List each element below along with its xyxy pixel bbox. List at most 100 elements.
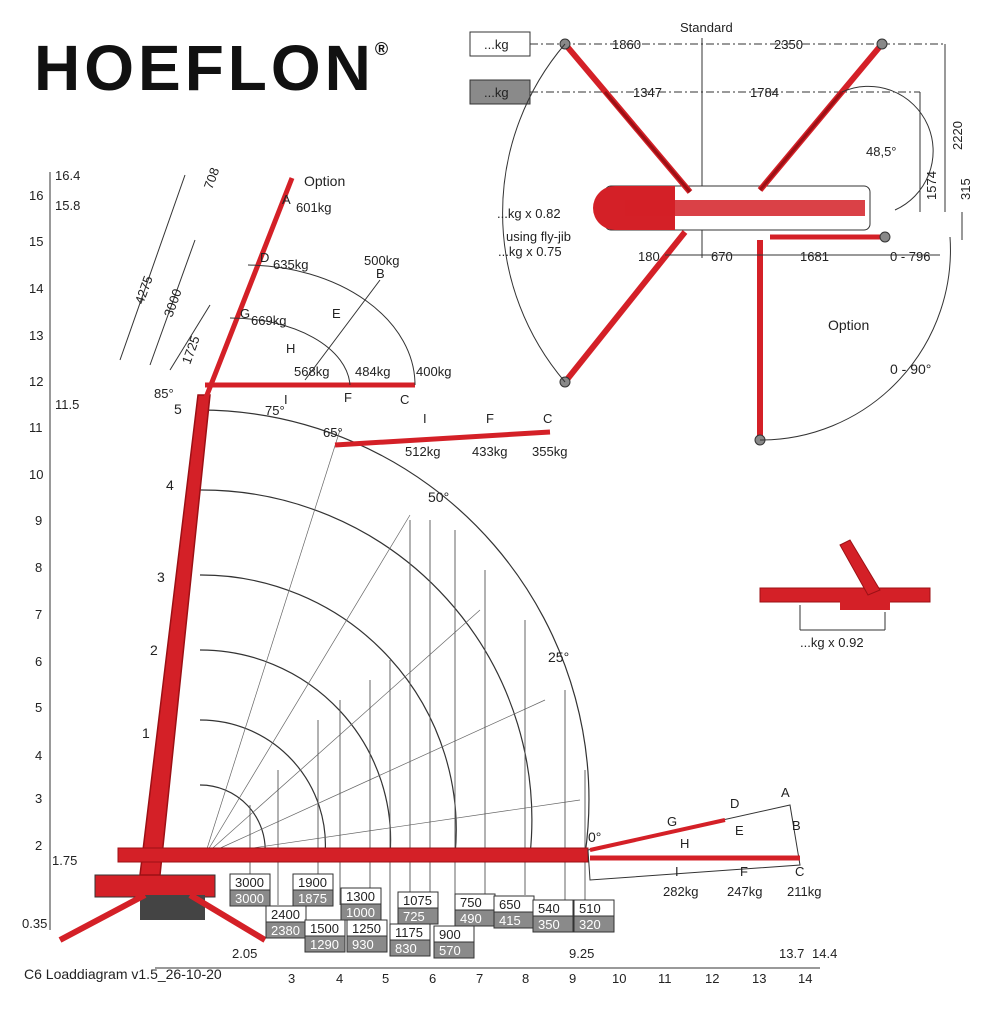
point-label-A: A xyxy=(781,785,790,800)
svg-text:830: 830 xyxy=(395,941,417,956)
load-box: 1075 725 xyxy=(397,891,439,925)
point-label-F: F xyxy=(740,864,748,879)
load-box: 540 350 xyxy=(532,899,574,933)
load-G: 669kg xyxy=(251,313,286,328)
y-tick: 15.8 xyxy=(55,198,80,213)
point-label-C: C xyxy=(400,392,409,407)
svg-text:3000: 3000 xyxy=(235,891,264,906)
option-label: Option xyxy=(828,317,869,333)
y-tick: 16.4 xyxy=(55,168,80,183)
svg-text:930: 930 xyxy=(352,937,374,952)
svg-text:1000: 1000 xyxy=(346,905,375,920)
load-I: 282kg xyxy=(663,884,698,899)
logo-registered-mark: ® xyxy=(374,39,393,59)
y-tick: 5 xyxy=(35,700,42,715)
svg-text:1300: 1300 xyxy=(346,889,375,904)
load-A: 601kg xyxy=(296,200,331,215)
y-tick: 4 xyxy=(35,748,42,763)
svg-text:570: 570 xyxy=(439,943,461,958)
y-tick: 0.35 xyxy=(22,916,47,931)
angle-label: 48,5° xyxy=(866,144,897,159)
vertical-gridlines xyxy=(249,520,586,935)
dim-label: 0 - 796 xyxy=(890,249,930,264)
standard-label: Standard xyxy=(680,20,733,35)
svg-text:320: 320 xyxy=(579,917,601,932)
load-box: 1500 1290 xyxy=(304,919,346,953)
point-label-C: C xyxy=(795,864,804,879)
boom-section: 1 xyxy=(142,725,150,741)
jib-0: A B C D E F G H I 282kg 247kg 211kg xyxy=(587,785,821,899)
x-tick: 3 xyxy=(288,971,295,986)
jib-65: 65° I F C 512kg 433kg 355kg xyxy=(323,411,567,459)
svg-text:1290: 1290 xyxy=(310,937,339,952)
x-tick: 6 xyxy=(429,971,436,986)
x-tick: 7 xyxy=(476,971,483,986)
load-C: 355kg xyxy=(532,444,567,459)
point-label-I: I xyxy=(423,411,427,426)
dim-label: 4275 xyxy=(132,274,156,306)
dim-label: 180 xyxy=(638,249,660,264)
boom-section-labels: 1 2 3 4 5 xyxy=(142,401,182,741)
crane-carrier xyxy=(58,874,267,943)
load-box: 3000 3000 xyxy=(229,873,271,907)
point-label-I: I xyxy=(675,864,679,879)
x-tick: 13 xyxy=(752,971,766,986)
angle-label: 85° xyxy=(154,386,174,401)
load-F: 433kg xyxy=(472,444,507,459)
x-axis-ticks: 2.05 3 4 5 6 7 8 9 9.25 10 11 12 13 13.7… xyxy=(232,946,837,986)
point-label-D: D xyxy=(730,796,739,811)
dim-label: 3000 xyxy=(161,287,185,319)
boom-section: 3 xyxy=(157,569,165,585)
svg-text:900: 900 xyxy=(439,927,461,942)
x-tick: 5 xyxy=(382,971,389,986)
point-label-I: I xyxy=(284,392,288,407)
boom-section: 4 xyxy=(166,477,174,493)
y-tick: 7 xyxy=(35,607,42,622)
load-F: 484kg xyxy=(355,364,390,379)
y-tick: 6 xyxy=(35,654,42,669)
x-tick: 8 xyxy=(522,971,529,986)
y-tick: 15 xyxy=(29,234,43,249)
y-tick: 14 xyxy=(29,281,43,296)
dim-label: 315 xyxy=(958,178,973,200)
outrigger-plan: Standard ...kg ...kg 1860 2350 xyxy=(469,20,973,446)
x-tick: 14 xyxy=(798,971,812,986)
load-box: 750 490 xyxy=(454,893,496,927)
small-crane: ...kg x 0.92 xyxy=(759,539,931,650)
point-label-C: C xyxy=(543,411,552,426)
angle-label: 0° xyxy=(588,829,601,845)
option-angle-label: 0 - 90° xyxy=(890,361,931,377)
svg-text:2400: 2400 xyxy=(271,907,300,922)
point-label-F: F xyxy=(486,411,494,426)
dim-label: 1725 xyxy=(179,334,203,366)
svg-text:1175: 1175 xyxy=(395,925,423,940)
x-tick: 14.4 xyxy=(812,946,837,961)
load-F: 247kg xyxy=(727,884,762,899)
top-jib-dimensions: 708 4275 3000 1725 xyxy=(119,166,222,371)
svg-text:540: 540 xyxy=(538,901,560,916)
point-label-B: B xyxy=(792,818,801,833)
legend-grey-box xyxy=(469,79,531,105)
svg-text:650: 650 xyxy=(499,897,521,912)
load-box: 1900 1875 xyxy=(292,873,334,907)
dim-label: 2350 xyxy=(774,37,803,52)
angle-label: 25° xyxy=(548,649,569,665)
angle-label: 50° xyxy=(428,489,449,505)
x-tick: 13.7 xyxy=(779,946,804,961)
svg-text:1900: 1900 xyxy=(298,875,327,890)
svg-text:725: 725 xyxy=(403,909,425,924)
point-label-E: E xyxy=(735,823,744,838)
legend-white-box xyxy=(469,31,531,57)
point-label-H: H xyxy=(286,341,295,356)
legend-grey-label: ...kg xyxy=(484,85,509,100)
svg-text:1075: 1075 xyxy=(403,893,432,908)
svg-text:2380: 2380 xyxy=(271,923,300,938)
point-label-E: E xyxy=(332,306,341,321)
svg-text:490: 490 xyxy=(460,911,482,926)
y-axis-ticks: 0.35 1.75 2 3 4 5 6 7 8 9 10 11 11.5 12 … xyxy=(22,168,80,931)
y-tick: 9 xyxy=(35,513,42,528)
x-tick: 9 xyxy=(569,971,576,986)
load-box: 900 570 xyxy=(433,925,475,959)
load-box: 510 320 xyxy=(573,899,615,933)
load-D: 635kg xyxy=(273,257,308,272)
